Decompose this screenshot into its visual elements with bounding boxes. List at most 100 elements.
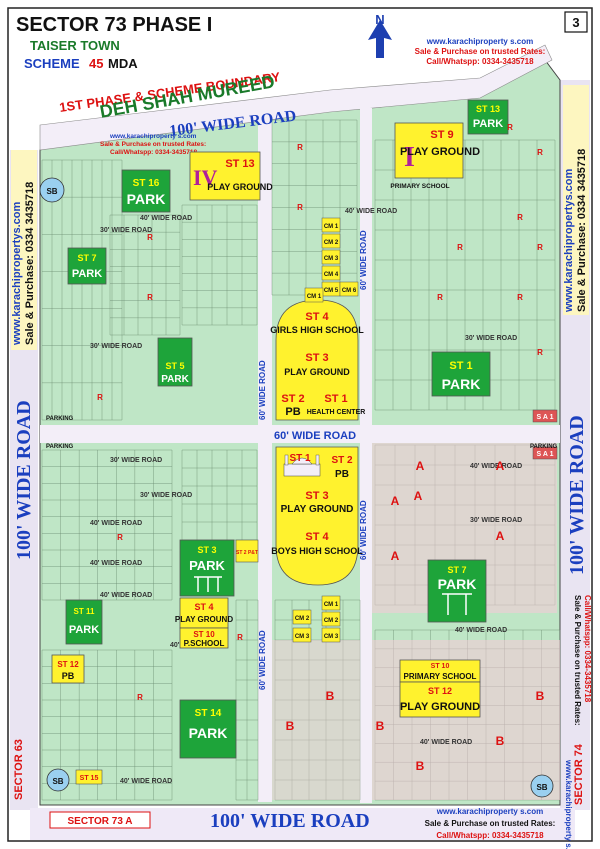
commercial-plot-label: CM 3: [324, 634, 339, 640]
parking-label: PARKING: [530, 444, 558, 450]
commercial-plot: [304, 287, 324, 303]
zone-letter: B: [536, 689, 545, 703]
amenity-st9-roman: I: [404, 142, 415, 173]
inner-road-label: 30' WIDE ROAD: [140, 492, 192, 499]
inner-road-label: 30' WIDE ROAD: [90, 343, 142, 350]
amenity-st11-name: PARK: [69, 624, 99, 636]
amenity-mosque-pb-code: ST 2: [331, 455, 353, 466]
contact-phone-bottom: Call/Whatspp: 0334-3435718: [436, 831, 544, 840]
contact-strip-left-sale: Sale & Purchase: 0334 3435718: [24, 182, 36, 345]
zone-letter: B: [376, 719, 385, 733]
inner-road-label: 40' WIDE ROAD: [90, 560, 142, 567]
road-left-label: 100' WIDE ROAD: [13, 400, 35, 560]
amenity-st13-park-code: ST 13: [476, 104, 500, 114]
commercial-plot: [321, 233, 341, 249]
parking-label: PARKING: [46, 416, 74, 422]
contact-phone-left: Call/Whatspp: 0334-3435718: [110, 149, 197, 156]
contact-strip-right: [563, 85, 589, 315]
inner-road-label: 40' WIDE ROAD: [120, 778, 172, 785]
zone-letter: A: [416, 459, 425, 473]
sector-63-label: SECTOR 63: [13, 739, 25, 800]
inner-road-label: 30' WIDE ROAD: [100, 227, 152, 234]
sb-circle-top: [39, 177, 65, 203]
zone-letter: R: [97, 393, 103, 402]
amenity-st13-code: ST 13: [225, 158, 254, 170]
contact-strip-right-site: www.karachipropertys.com: [563, 169, 575, 313]
contact-right-phone: Call/Whatspp: 0334-3435718: [583, 595, 592, 703]
goalpost-icon: [442, 593, 472, 615]
amenity-st10-name: P.SCHOOL: [184, 639, 225, 648]
zone-letter: A: [391, 494, 400, 508]
inner-road-label: 40' WIDE ROAD: [100, 592, 152, 599]
contact-right-sale: Sale & Purchase on trusted Rates:: [573, 595, 582, 726]
amenity-st13-park-name: PARK: [473, 118, 503, 130]
road-bottom-label: 100' WIDE ROAD: [210, 810, 370, 832]
inner-road-label: 40' WIDE ROAD: [470, 463, 522, 470]
amenity-st3-park-code: ST 3: [197, 545, 216, 555]
amenity-mosque-pb: PB: [335, 469, 349, 480]
amenity-st16-park: [121, 169, 171, 213]
commercial-plot: [321, 595, 341, 611]
amenity-sa1-bottom: [532, 446, 558, 460]
mosque-minaret-right: [315, 454, 320, 466]
amenity-sa1-top-label: S A 1: [537, 414, 554, 421]
inner-road-label: 40' WIDE ROAD: [90, 520, 142, 527]
amenity-st3-name: PLAY GROUND: [284, 367, 350, 377]
scheme-number: 45: [89, 56, 103, 71]
amenity-st2-name: PB: [285, 406, 300, 418]
zone-letter: R: [537, 243, 543, 252]
page-number: 3: [572, 15, 579, 30]
amenity-st14-name: PARK: [189, 725, 228, 741]
sector-73a-label: SECTOR 73 A: [67, 816, 132, 827]
amenity-st7-park: [67, 247, 107, 285]
commercial-plot: [292, 627, 312, 643]
contact-right-site: www.karachiproperty s.com: [564, 759, 573, 849]
commercial-plot-label: CM 1: [307, 294, 322, 300]
amenity-st2-pt-label: ST 2 P&T: [236, 550, 258, 556]
amenity-st10-code: ST 10: [193, 630, 215, 639]
amenity-st4-pg: [179, 597, 229, 629]
goalpost-icon: [194, 576, 222, 592]
road-top-band: [39, 44, 553, 151]
zone-letter: A: [496, 529, 505, 543]
amenity-mosque-code: ST 1: [289, 453, 311, 464]
inner-road-label: 30' WIDE ROAD: [470, 517, 522, 524]
mosque-minaret-left: [284, 454, 289, 466]
contact-strip-left-site: www.karachipropertys.com: [11, 202, 23, 346]
inner-road-label: 30' WIDE ROAD: [110, 457, 162, 464]
sb-circle-bottom-right: [530, 774, 554, 798]
amenity-st13-name: PLAY GROUND: [207, 182, 273, 192]
town-name: TAISER TOWN: [30, 38, 120, 53]
amenity-st7-code: ST 7: [77, 253, 96, 263]
mosque-dome: [291, 457, 313, 465]
contact-strip-right-sale: Sale & Purchase: 0334 3435718: [576, 149, 588, 312]
zone-letter: R: [137, 693, 143, 702]
commercial-plot: [321, 217, 341, 233]
zone-letter: R: [117, 533, 123, 542]
zone-letter: A: [496, 459, 505, 473]
road-center-vertical-label: 60' WIDE ROAD: [359, 230, 368, 290]
sb-circle-bottom-left: [46, 768, 70, 792]
zone-letter: R: [507, 123, 513, 132]
zone-letter: R: [517, 213, 523, 222]
commercial-plot: [292, 609, 312, 625]
page-number-box: [564, 11, 588, 33]
contact-sale-top: Sale & Purchase on trusted Rates:: [415, 47, 546, 56]
parking-label: PARKING: [46, 444, 74, 450]
zone-letter: R: [517, 293, 523, 302]
amenity-st3-park-name: PARK: [189, 558, 225, 573]
amenity-st12-code: ST 12: [57, 660, 79, 669]
commercial-plot-label: CM 6: [342, 288, 357, 294]
amenity-st5-park: [157, 337, 193, 387]
zone-letter: R: [537, 148, 543, 157]
road-center-right: [360, 108, 372, 803]
contact-site-bottom: www.karachiproperty s.com: [436, 807, 543, 816]
amenity-st10b-code: ST 10: [431, 663, 450, 670]
amenity-st12b-pg: [399, 681, 481, 718]
zone-letter: R: [297, 143, 303, 152]
amenity-st9-name: PLAY GROUND: [400, 146, 480, 158]
road-center-left: [258, 112, 272, 802]
amenity-st4-name: GIRLS HIGH SCHOOL: [270, 325, 364, 335]
amenity-st15-code: ST 15: [80, 775, 99, 782]
